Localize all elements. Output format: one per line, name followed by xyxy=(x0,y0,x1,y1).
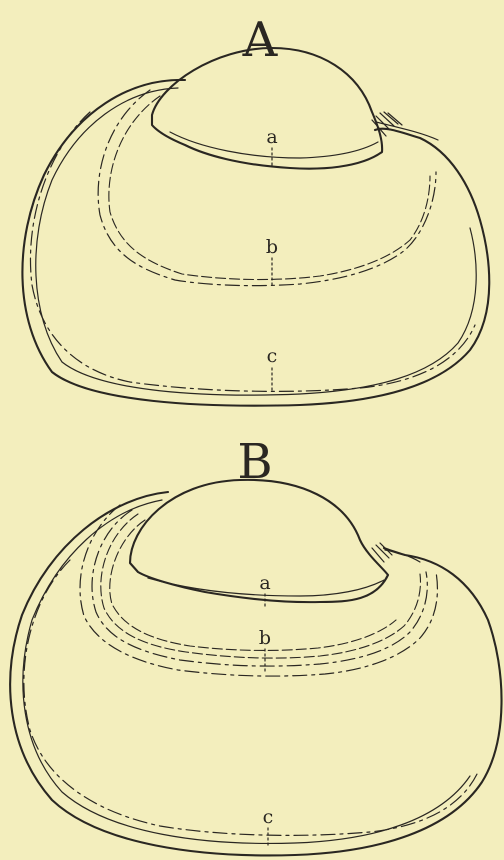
figure-b-label-c: c xyxy=(263,806,274,828)
figure-a-label: A xyxy=(242,12,279,68)
figure-a: A a b c xyxy=(22,12,489,406)
figure-a-growth-line-c xyxy=(30,112,475,391)
figure-a-label-c: c xyxy=(267,345,278,367)
figure-b-label-a: a xyxy=(259,572,270,594)
figure-a-posterior-ridge xyxy=(376,122,438,140)
figure-b: B a b c xyxy=(10,434,501,855)
figure-a-label-a: a xyxy=(266,126,277,148)
figure-b-outer-margin xyxy=(10,492,501,855)
figure-b-growth-line-c xyxy=(24,560,478,835)
figure-b-label-b: b xyxy=(259,627,271,649)
figure-a-outer-margin xyxy=(22,80,489,406)
figure-a-label-b: b xyxy=(266,236,278,258)
figure-b-outer-margin-inner xyxy=(23,500,470,843)
